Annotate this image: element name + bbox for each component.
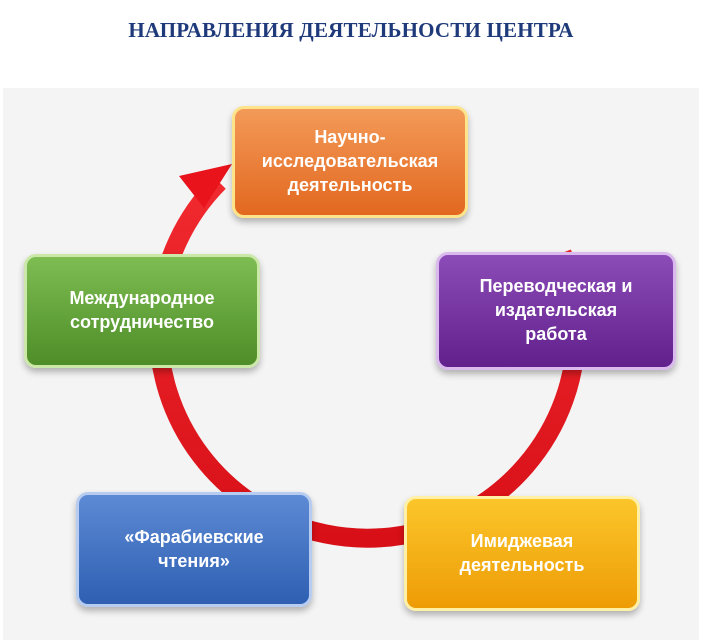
node-image-line-2: деятельность xyxy=(459,554,585,575)
node-international-line-2: сотрудничество xyxy=(70,312,214,332)
node-research-line-2: исследовательская xyxy=(261,151,439,172)
node-research: Научно- исследовательская деятельность xyxy=(232,106,468,218)
node-translation: Переводческая и издательская работа xyxy=(436,252,676,370)
node-translation-line-1: Переводческая и xyxy=(479,276,633,297)
node-image: Имиджевая деятельность xyxy=(404,496,640,611)
node-readings-line-1: «Фарабиевские xyxy=(124,526,264,547)
cycle-arrowhead xyxy=(179,164,232,208)
node-international-line-1: Международное xyxy=(69,288,215,309)
node-research-line-1: Научно- xyxy=(314,127,386,148)
node-readings-line-2: чтения» xyxy=(158,550,230,571)
node-translation-line-3: работа xyxy=(525,323,587,344)
page-title: НАПРАВЛЕНИЯ ДЕЯТЕЛЬНОСТИ ЦЕНТРА xyxy=(128,18,574,42)
node-readings: «Фарабиевские чтения» xyxy=(76,492,312,607)
node-international: Международное сотрудничество xyxy=(24,254,260,368)
node-translation-line-2: издательская xyxy=(494,300,618,321)
node-research-line-3: деятельность xyxy=(287,174,413,195)
node-image-line-1: Имиджевая xyxy=(470,530,574,551)
